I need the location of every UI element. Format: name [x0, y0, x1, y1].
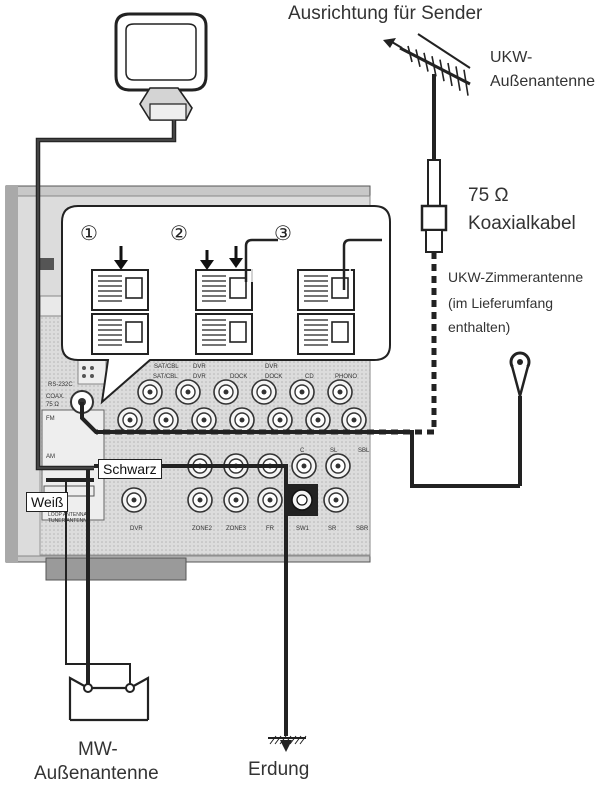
panel-bot-label-4: SW1	[296, 526, 310, 532]
panel-bot-label-6: SBR	[356, 526, 369, 532]
panel-top-label-1: DVR	[193, 364, 206, 370]
direction-label: Ausrichtung für Sender	[288, 3, 483, 24]
panel-top-label-0: SAT/CBL	[154, 364, 179, 370]
panel-mid-label-1: SL	[330, 448, 338, 454]
panel-top-label-8: PHONO	[335, 374, 357, 380]
panel-mid-label-2: SBL	[358, 448, 370, 454]
terminal-top	[297, 269, 355, 311]
panel-bot-label-0: DVR	[130, 526, 143, 532]
panel-bot-label-1: ZONE2	[192, 526, 213, 532]
panel-bot-label-3: FR	[266, 526, 275, 532]
panel-am: AM	[46, 454, 55, 460]
fm-indoor-antenna-icon	[104, 351, 531, 488]
rca-jack	[305, 407, 331, 433]
fm-outdoor-antenna-icon	[383, 33, 471, 172]
press-arrow-icon	[114, 246, 128, 270]
step-3-number: ③	[274, 223, 292, 245]
rca-jack	[267, 407, 293, 433]
panel-fm: FM	[46, 416, 55, 422]
ground-label: Erdung	[248, 759, 310, 780]
mw-label-line1: MW-	[78, 739, 118, 760]
rca-jack	[323, 487, 349, 513]
rca-jack	[187, 487, 213, 513]
ukw-outdoor-label-line1: UKW-	[490, 49, 533, 66]
panel-top-label-2: SAT/CBL	[153, 374, 178, 380]
rca-jacks	[117, 379, 367, 516]
panel-top-label-6: DOCK	[265, 374, 282, 380]
rca-jack	[213, 379, 239, 405]
panel-mid-label-0: C	[300, 448, 305, 454]
ukw-indoor-label-line2: (im Lieferumfang	[448, 295, 554, 311]
press-arrow-icon	[200, 250, 214, 270]
rca-jack	[153, 407, 179, 433]
white-wire-tag: Weiß	[26, 492, 69, 512]
push-terminal-step2	[195, 269, 253, 355]
rca-jack	[175, 379, 201, 405]
rca-jack	[289, 379, 315, 405]
subwoofer-jack	[286, 484, 318, 516]
am-loop-antenna-icon	[114, 12, 208, 121]
rca-jack	[191, 407, 217, 433]
rca-jack	[341, 407, 367, 433]
mw-outdoor-antenna-icon	[68, 676, 150, 722]
panel-rs232c: RS-232C	[48, 382, 73, 388]
rca-jack	[137, 379, 163, 405]
panel-bot-label-2: ZONE3	[226, 526, 247, 532]
terminal-bottom	[195, 313, 253, 355]
terminal-top	[195, 269, 253, 311]
coax-cable-label: Koaxialkabel	[468, 213, 576, 234]
rca-jack	[229, 407, 255, 433]
panel-tuner-antenna: TUNER ANTENNA	[48, 518, 91, 524]
panel-bot-label-5: SR	[328, 526, 337, 532]
ground-symbol-icon	[268, 735, 307, 752]
coax-connector-icon	[420, 159, 448, 253]
terminal-bottom	[91, 313, 149, 355]
ukw-indoor-label-line1: UKW-Zimmerantenne	[448, 269, 584, 285]
rca-jack	[223, 487, 249, 513]
rca-jack	[117, 407, 143, 433]
panel-top-label-3: DVR	[193, 374, 206, 380]
panel-coax: COAX.	[46, 394, 65, 400]
terminal-bottom	[297, 313, 355, 355]
rca-jack	[291, 453, 317, 479]
black-wire-tag: Schwarz	[98, 459, 162, 479]
ohm-label: 75 Ω	[468, 185, 509, 206]
panel-top-label-4: DOCK	[230, 374, 247, 380]
panel-loop-antenna: LOOP ANTENNA	[48, 512, 87, 518]
rca-jack	[251, 379, 277, 405]
panel-top-label-7: CD	[305, 374, 314, 380]
rca-jack	[325, 453, 351, 479]
rca-jack	[257, 487, 283, 513]
mw-label-line2: Außenantenne	[34, 763, 159, 784]
insert-arrow-icon	[229, 246, 243, 268]
panel-top-label-5: DVR	[265, 364, 278, 370]
push-terminal-step1	[91, 269, 149, 355]
panel-coax-ohm: 75 Ω	[46, 402, 59, 408]
step-2-number: ②	[170, 223, 188, 245]
step-1-number: ①	[80, 223, 98, 245]
rca-jack	[121, 487, 147, 513]
ukw-outdoor-label-line2: Außenantenne	[490, 73, 595, 90]
rca-jack	[327, 379, 353, 405]
ukw-indoor-label-line3: enthalten)	[448, 319, 511, 335]
terminal-top	[91, 269, 149, 311]
callout-bubble: ① ② ③	[61, 205, 391, 405]
